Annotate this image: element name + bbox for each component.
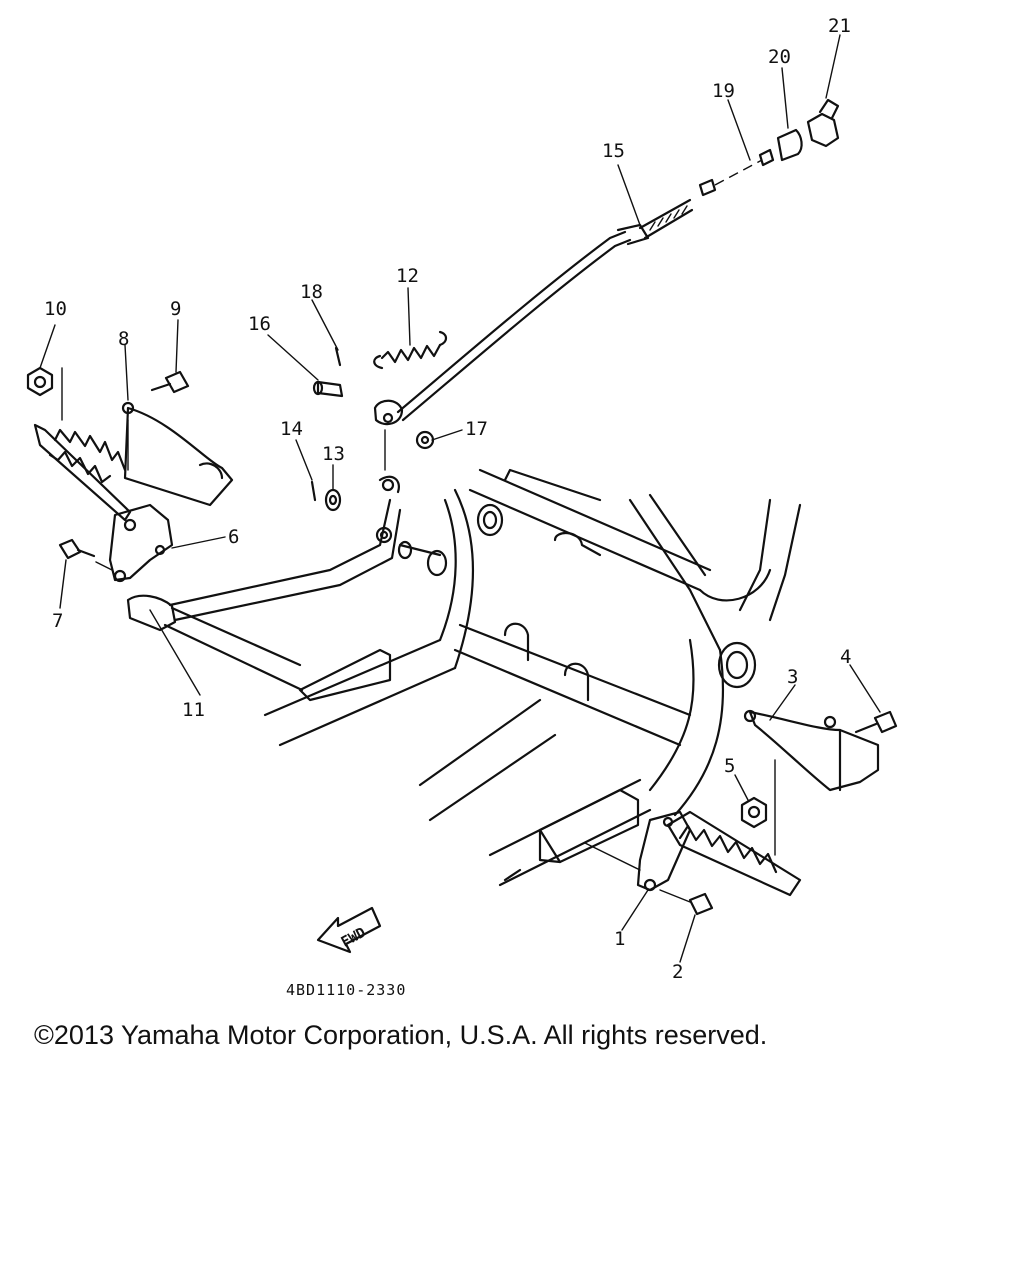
callouts: 1 2 3 4 5 6 7 8 9 10 11 12 13 14 15 16 1… bbox=[44, 15, 851, 983]
drawing-code: 4BD1110-2330 bbox=[286, 981, 406, 999]
callout-10: 10 bbox=[44, 298, 67, 320]
parts-diagram: 1 2 3 4 5 6 7 8 9 10 11 12 13 14 15 16 1… bbox=[26, 15, 898, 999]
callout-14: 14 bbox=[280, 418, 303, 440]
callout-3: 3 bbox=[787, 666, 798, 688]
callout-17: 17 bbox=[465, 418, 488, 440]
callout-2: 2 bbox=[672, 961, 683, 983]
brake-pedal-assembly bbox=[126, 98, 840, 692]
frame bbox=[263, 468, 802, 887]
callout-6: 6 bbox=[228, 526, 239, 548]
copyright-notice: ©2013 Yamaha Motor Corporation, U.S.A. A… bbox=[34, 1020, 768, 1050]
callout-9: 9 bbox=[170, 298, 181, 320]
callout-19: 19 bbox=[712, 80, 735, 102]
callout-7: 7 bbox=[52, 610, 63, 632]
callout-5: 5 bbox=[724, 755, 735, 777]
callout-13: 13 bbox=[322, 443, 345, 465]
callout-1: 1 bbox=[614, 928, 625, 950]
callout-8: 8 bbox=[118, 328, 129, 350]
callout-12: 12 bbox=[396, 265, 419, 287]
left-footrest-assembly bbox=[26, 366, 234, 583]
fwd-arrow: FWD bbox=[316, 906, 382, 954]
right-footrest-assembly bbox=[584, 709, 898, 916]
callout-20: 20 bbox=[768, 46, 791, 68]
callout-21: 21 bbox=[828, 15, 851, 37]
leader-lines bbox=[39, 34, 881, 963]
callout-4: 4 bbox=[840, 646, 851, 668]
fwd-label: FWD bbox=[339, 925, 369, 951]
callout-18: 18 bbox=[300, 281, 323, 303]
callout-11: 11 bbox=[182, 699, 205, 721]
callout-16: 16 bbox=[248, 313, 271, 335]
callout-15: 15 bbox=[602, 140, 625, 162]
